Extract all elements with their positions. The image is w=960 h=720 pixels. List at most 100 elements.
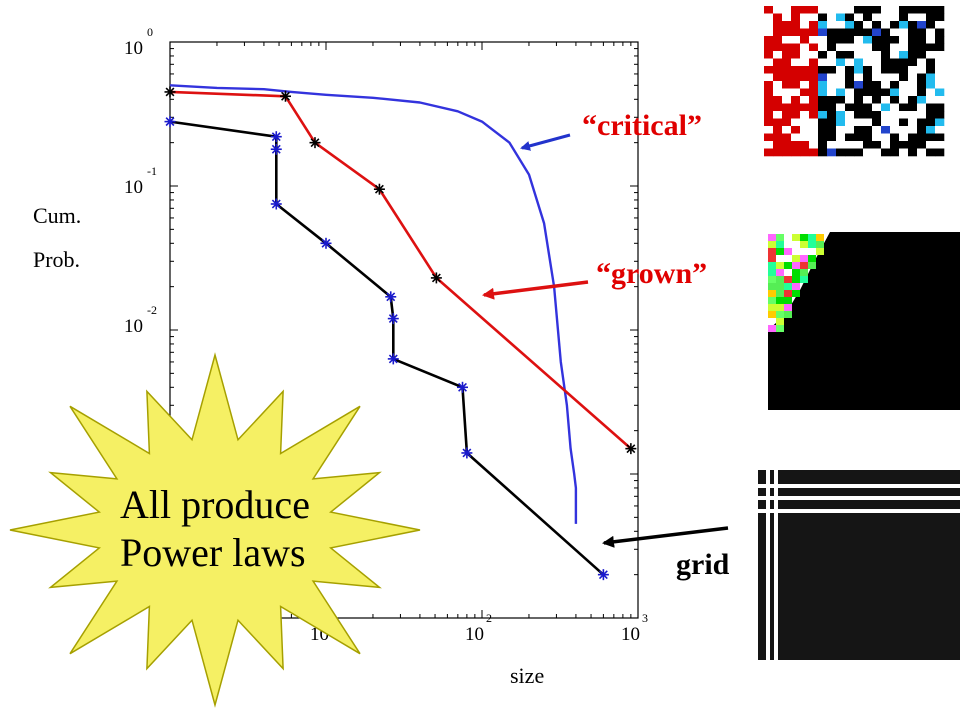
data-point-grid (270, 143, 282, 155)
lattice-cell (773, 58, 783, 67)
lattice-cell (863, 126, 873, 134)
lattice-cell (845, 103, 855, 112)
lattice-cell (899, 43, 909, 52)
lattice-cell (773, 21, 783, 29)
lattice-cell (836, 21, 846, 29)
lattice-cell (899, 28, 909, 37)
lattice-cell (863, 43, 873, 52)
lattice-cell (836, 103, 846, 112)
grown-cell (784, 283, 792, 290)
lattice-cell (791, 36, 801, 44)
grown-cell (808, 255, 816, 262)
lattice-cell (827, 6, 837, 14)
lattice-cell (890, 118, 900, 127)
lattice-cell (917, 21, 927, 29)
lattice-cell (908, 88, 918, 97)
lattice-cell (845, 148, 855, 157)
lattice-cell (917, 81, 927, 89)
data-point-grown (430, 272, 442, 284)
grown-cell (776, 290, 784, 297)
lattice-cell (908, 111, 918, 119)
lattice-cell (863, 73, 873, 82)
lattice-cell (773, 148, 783, 157)
lattice-cell (935, 96, 945, 104)
lattice-cell (773, 88, 783, 97)
annotation-grid: grid (676, 548, 730, 581)
grown-cell (768, 325, 776, 332)
lattice-cell (818, 51, 828, 59)
lattice-cell (773, 141, 783, 149)
grid-stripe (774, 470, 778, 660)
grown-cell (808, 241, 816, 248)
grid-stripe (758, 496, 960, 500)
lattice-cell (935, 28, 945, 37)
grown-cell (792, 283, 800, 290)
lattice-cell (917, 13, 927, 22)
lattice-cell (863, 111, 873, 119)
arrow-grown (482, 280, 589, 300)
grown-cell (800, 269, 808, 276)
lattice-cell (890, 66, 900, 74)
lattice-cell (782, 148, 792, 157)
grown-cell (800, 234, 808, 241)
lattice-cell (908, 13, 918, 22)
lattice-cell (800, 73, 810, 82)
lattice-cell (854, 66, 864, 74)
lattice-cell (908, 73, 918, 82)
lattice-cell (908, 126, 918, 134)
lattice-cell (908, 43, 918, 52)
grown-cell (768, 234, 776, 241)
lattice-cell (800, 21, 810, 29)
grown-cell (792, 255, 800, 262)
lattice-cell (890, 21, 900, 29)
lattice-cell (836, 13, 846, 22)
lattice-cell (881, 21, 891, 29)
lattice-cell (827, 103, 837, 112)
lattice-cell (845, 21, 855, 29)
lattice-cell (809, 6, 819, 14)
lattice-cell (890, 88, 900, 97)
lattice-cell (809, 58, 819, 67)
grown-cell (776, 325, 784, 332)
lattice-cell (872, 36, 882, 44)
lattice-cell (773, 28, 783, 37)
svg-text:3: 3 (642, 611, 648, 625)
lattice-cell (917, 88, 927, 97)
lattice-cell (818, 88, 828, 97)
data-point-grid (270, 131, 282, 143)
annotation-grown: “grown” (596, 257, 707, 290)
lattice-cell (926, 141, 936, 149)
lattice-cell (872, 141, 882, 149)
lattice-cell (881, 141, 891, 149)
lattice-cell (791, 28, 801, 37)
arrow-critical (520, 133, 571, 151)
lattice-cell (791, 58, 801, 67)
lattice-cell (890, 28, 900, 37)
lattice-cell (845, 88, 855, 97)
grown-cell (776, 234, 784, 241)
lattice-cell (800, 133, 810, 142)
lattice-cell (890, 141, 900, 149)
lattice-cell (809, 118, 819, 127)
lattice-cell (800, 118, 810, 127)
lattice-cell (863, 28, 873, 37)
lattice-cell (764, 148, 774, 157)
lattice-cell (881, 148, 891, 157)
svg-text:10: 10 (124, 177, 143, 198)
lattice-cell (827, 126, 837, 134)
lattice-cell (818, 21, 828, 29)
lattice-cell (935, 118, 945, 127)
lattice-cell (773, 36, 783, 44)
lattice-cell (863, 88, 873, 97)
lattice-cell (854, 111, 864, 119)
svg-text:10: 10 (124, 316, 143, 337)
lattice-cell (764, 66, 774, 74)
lattice-cell (800, 81, 810, 89)
lattice-cell (791, 148, 801, 157)
lattice-cell (800, 6, 810, 14)
lattice-cell (935, 141, 945, 149)
lattice-cell (872, 6, 882, 14)
lattice-cell (836, 58, 846, 67)
lattice-cell (908, 6, 918, 14)
lattice-cell (890, 58, 900, 67)
